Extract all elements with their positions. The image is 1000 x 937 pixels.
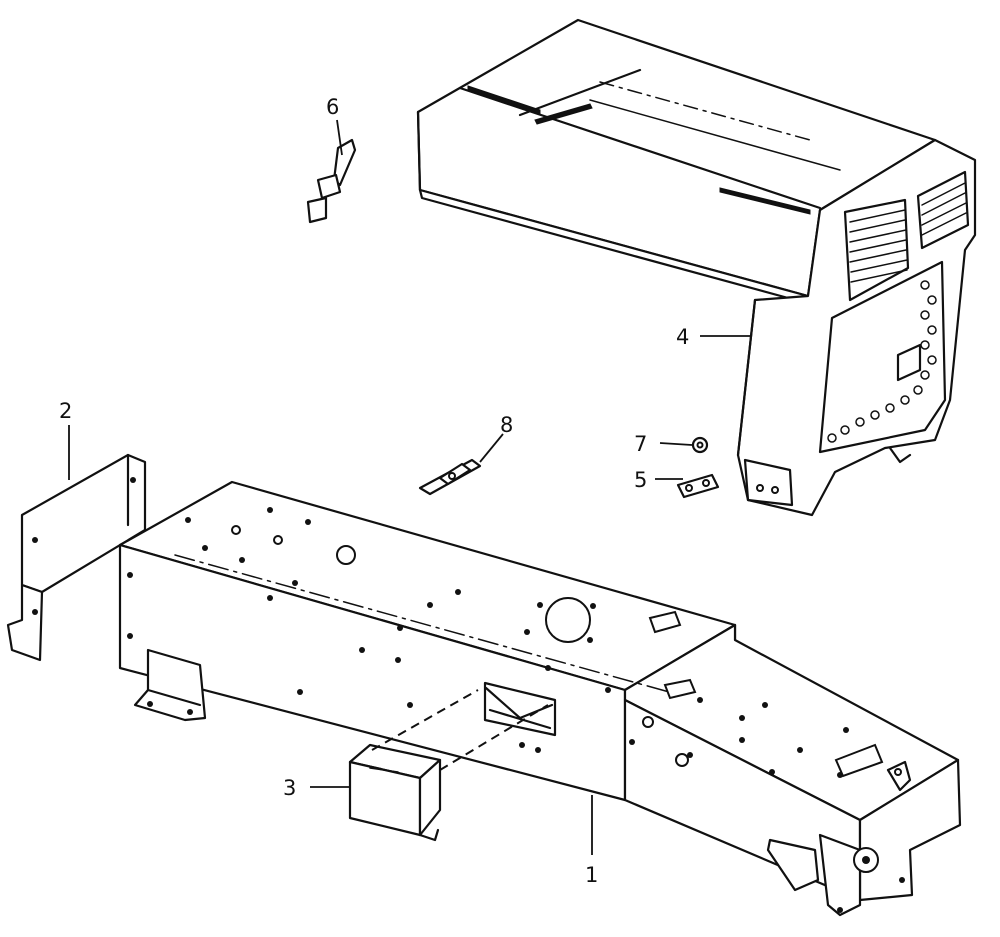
plate-part-5 bbox=[676, 473, 720, 499]
hood-grille-part bbox=[416, 18, 977, 517]
assembly-line bbox=[439, 704, 549, 771]
bracket-part-6 bbox=[306, 138, 357, 224]
callout-4: 4 bbox=[676, 325, 689, 349]
callout-3: 3 bbox=[283, 776, 296, 800]
channel-bracket-part-3 bbox=[348, 743, 442, 842]
callout-6: 6 bbox=[326, 95, 339, 119]
latch-part-8 bbox=[418, 458, 482, 496]
callout-8: 8 bbox=[500, 413, 513, 437]
nut-part-7 bbox=[691, 436, 709, 454]
callout-7: 7 bbox=[634, 432, 647, 456]
assembly-line bbox=[371, 689, 479, 751]
leader-lines bbox=[68, 119, 750, 855]
callout-2: 2 bbox=[59, 399, 72, 423]
callout-5: 5 bbox=[634, 468, 647, 492]
main-frame-part-1 bbox=[118, 480, 962, 917]
callout-1: 1 bbox=[585, 863, 598, 887]
